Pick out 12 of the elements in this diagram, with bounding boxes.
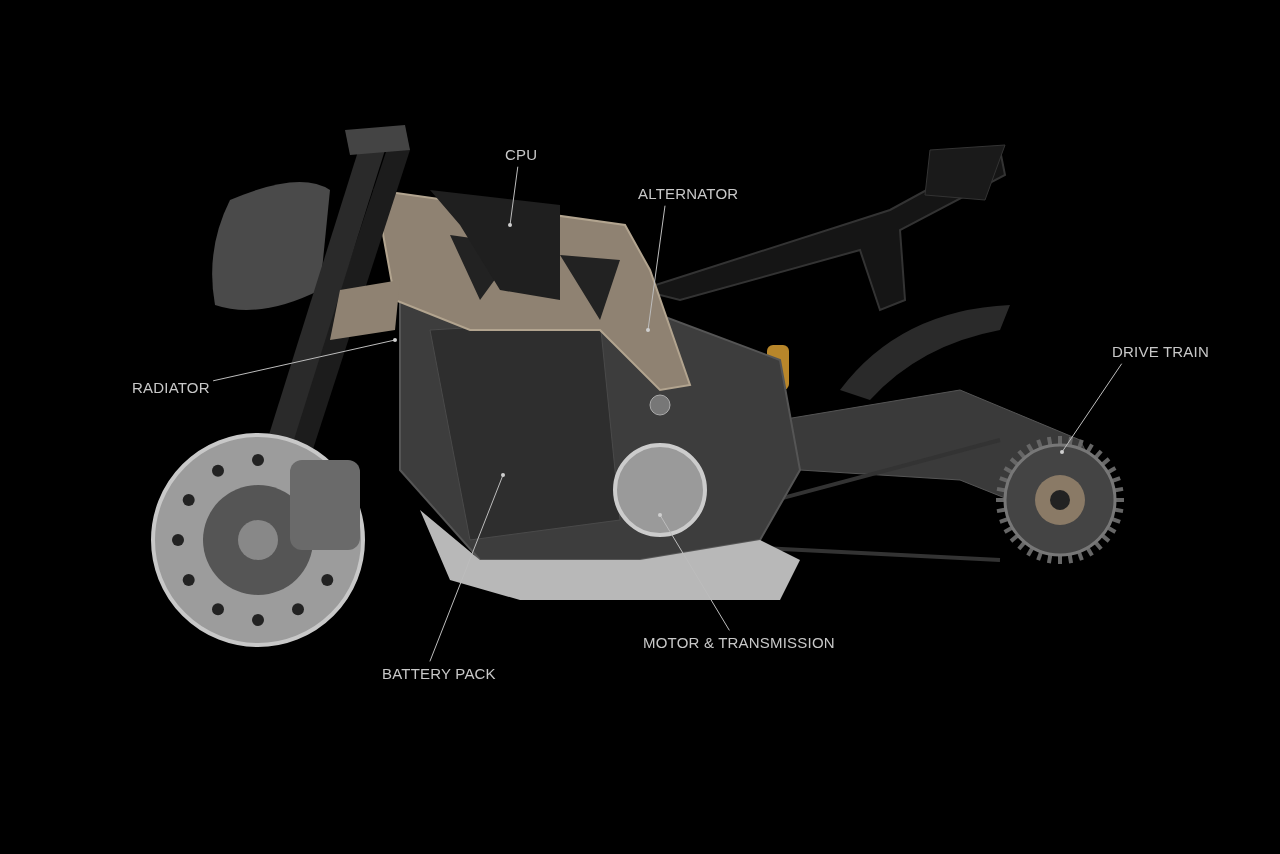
leader-line: [212, 338, 397, 382]
callout-label: BATTERY PACK: [382, 665, 496, 683]
leader-line: [1060, 363, 1123, 454]
callout-label: ALTERNATOR: [638, 185, 739, 203]
leader-line: [429, 473, 505, 662]
callout-label: MOTOR & TRANSMISSION: [643, 634, 835, 652]
callout-label: RADIATOR: [132, 379, 210, 397]
leader-line: [646, 205, 666, 332]
callout-label: CPU: [505, 146, 538, 164]
leader-line: [508, 166, 519, 227]
leader-line: [658, 513, 730, 631]
callout-label: DRIVE TRAIN: [1112, 343, 1209, 361]
